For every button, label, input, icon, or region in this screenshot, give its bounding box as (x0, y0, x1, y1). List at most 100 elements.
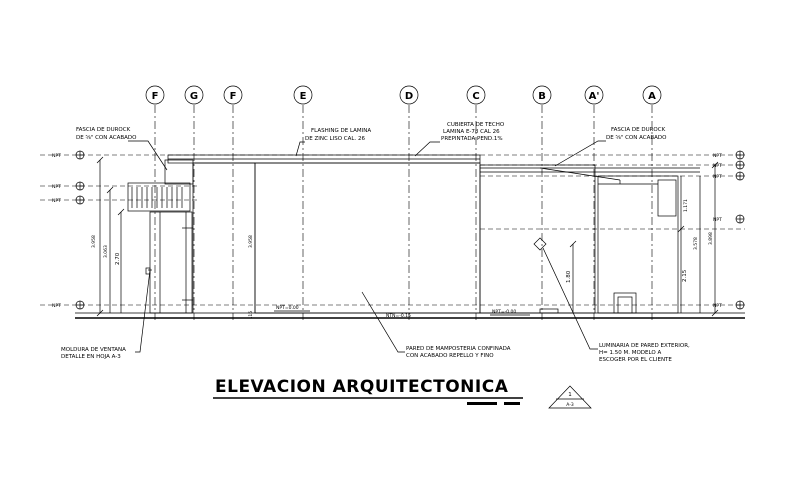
right-column-cap (657, 179, 677, 217)
note-moldura-1: MOLDURA DE VENTANA (61, 347, 126, 353)
level-marker: NPT (52, 195, 85, 205)
grid-axis-a: A (642, 85, 662, 320)
svg-text:NPT: NPT (713, 174, 722, 180)
level-marker: NPT (52, 181, 85, 191)
grid-bubble (584, 85, 604, 105)
note-luminaria-1: LUMINARIA DE PARED EXTERIOR, (599, 343, 690, 349)
note-luminaria-2: H= 1.50 M. MODELO A (599, 350, 661, 356)
svg-text:NPT: NPT (713, 153, 722, 159)
window-moulding (127, 182, 191, 212)
dim-small: .15 (248, 311, 254, 318)
note-fascia-left-2: DE ⅝" CON ACABADO (76, 135, 137, 141)
level-marker: NPT (713, 160, 745, 170)
note-pared-1: PARED DE MAMPOSTERIA CONFINADA (406, 346, 511, 352)
dim-right-c: 3.578 (693, 237, 699, 250)
building (75, 154, 745, 319)
svg-text:NPT: NPT (713, 163, 722, 169)
note-pared-2: CON ACABADO REPELLO Y FINO (406, 353, 494, 359)
grid-axis-f-left: F (145, 85, 165, 320)
svg-text:NPT: NPT (713, 303, 722, 309)
level-marker: NPT (713, 150, 745, 160)
svg-text:NPT: NPT (713, 217, 722, 223)
ntn-label: NTN=-0.15 (386, 313, 411, 319)
grid-bubble (642, 85, 662, 105)
grid-bubble (184, 85, 204, 105)
grid-label: E (300, 91, 307, 102)
grid-axes: F G F E D C B (145, 85, 662, 320)
leader (414, 141, 440, 157)
sheet-ref-sheet: A-3 (566, 402, 574, 408)
grid-axis-g: G (184, 85, 204, 320)
leader (542, 247, 598, 350)
level-markers-left: NPT NPT NPT NPT (52, 150, 85, 310)
note-luminaria-3: ESCOGER POR EL CLIENTE (599, 357, 672, 363)
title-bar (467, 402, 497, 405)
grid-label: G (190, 91, 198, 102)
grid-label: F (230, 91, 237, 102)
grid-axis-f-right: F (223, 85, 243, 320)
npt-right-label: NPT=-0.00 (492, 309, 516, 315)
level-marker: NPT (713, 300, 745, 310)
npt-left-label: NPT=0.00 (276, 305, 299, 311)
leader (135, 269, 151, 353)
grid-bubble (399, 85, 419, 105)
grid-label: B (538, 91, 546, 102)
grid-label: A (648, 91, 656, 102)
grid-label: F (152, 91, 159, 102)
note-fascia-right-2: DE ⅝" CON ACABADO (606, 135, 667, 141)
grid-label: A' (589, 91, 600, 102)
note-cubierta-1: CUBIERTA DE TECHO (447, 122, 505, 128)
svg-text:NPT: NPT (52, 184, 61, 190)
leader (295, 141, 305, 157)
dim-left-mid: 3.063 (103, 245, 109, 258)
leader (361, 291, 405, 353)
level-marker: NPT (713, 214, 745, 224)
note-cubierta-2: LAMINA E-78 CAL 26 (443, 129, 500, 135)
grid-bubble (466, 85, 486, 105)
level-marker: NPT (52, 300, 85, 310)
dim-fixture-height: 1.80 (566, 270, 572, 283)
dim-left-inner: 2.70 (115, 252, 121, 265)
grid-axis-a-prime: A' (584, 85, 604, 320)
title-bar (504, 402, 520, 405)
leader (554, 140, 606, 167)
svg-text:NPT: NPT (52, 153, 61, 159)
dim-right-d: 3.898 (708, 232, 714, 245)
wall-luminaire (533, 237, 547, 251)
level-marker: NPT (713, 171, 745, 181)
window-hatch (131, 187, 183, 208)
note-moldura-2: DETALLE EN HOJA A-3 (61, 354, 121, 360)
annotations: FASCIA DE DUROCK DE ⅝" CON ACABADO FLASH… (61, 122, 690, 363)
right-wall (479, 164, 596, 314)
sheet-reference-symbol: 1 A-3 (548, 385, 592, 409)
level-labels: NPT=0.00 NTN=-0.15 NPT=-0.00 (274, 305, 530, 319)
level-marker: NPT (52, 150, 85, 160)
main-wall (254, 162, 481, 314)
note-flashing-2: DE ZINC LISO CAL. 26 (305, 136, 365, 142)
grid-label: D (405, 91, 413, 102)
grid-axis-e: E (293, 85, 313, 320)
grid-axis-b: B (532, 85, 552, 320)
dim-center: 3.958 (248, 235, 254, 248)
grid-bubble (532, 85, 552, 105)
note-flashing-1: FLASHING DE LAMINA (311, 128, 371, 134)
title-block: ELEVACION ARQUITECTONICA 1 A-3 (213, 377, 592, 409)
sheet-ref-number: 1 (568, 392, 572, 398)
grid-label: C (472, 91, 479, 102)
note-fascia-right-1: FASCIA DE DUROCK (611, 127, 666, 133)
svg-text:NPT: NPT (52, 198, 61, 204)
left-wall (149, 211, 193, 314)
door-right (613, 292, 637, 314)
level-lines (40, 154, 745, 306)
grid-bubble (293, 85, 313, 105)
grid-axis-c: C (466, 85, 486, 320)
note-cubierta-3: PREPINTADA PEND.1% (441, 136, 503, 142)
drawing-title: ELEVACION ARQUITECTONICA (215, 377, 509, 397)
grid-bubble (145, 85, 165, 105)
dimensions: 3.958 3.063 2.70 3.958 .15 1.80 1.171 2.… (91, 156, 719, 318)
leader (128, 140, 168, 171)
dim-right-b: 2.15 (682, 269, 688, 282)
note-fascia-left-1: FASCIA DE DUROCK (76, 127, 131, 133)
grid-bubble (223, 85, 243, 105)
